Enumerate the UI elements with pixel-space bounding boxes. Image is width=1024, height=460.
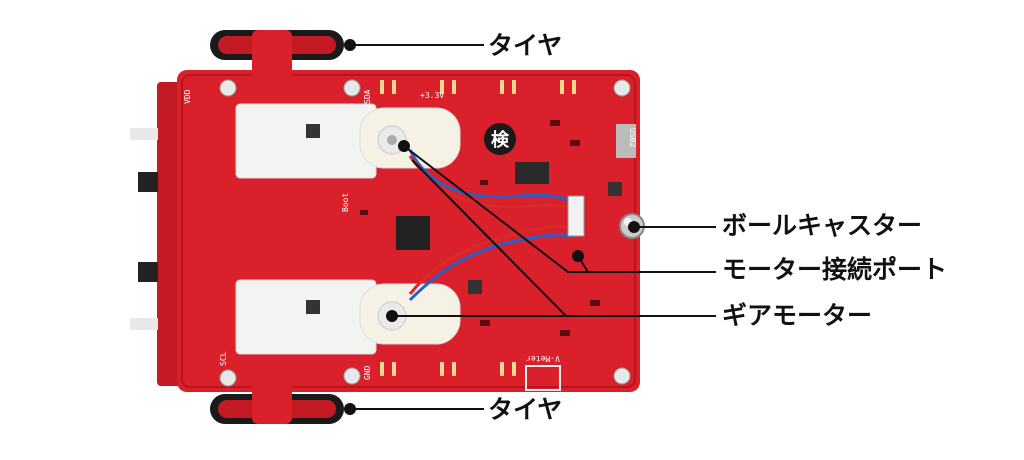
silk-sda: SDA <box>363 89 372 104</box>
gear-motor-bottom <box>235 279 461 355</box>
side-sensor-board <box>130 82 181 386</box>
tire-bottom <box>210 360 344 424</box>
leader-lines <box>344 39 716 415</box>
silk-vmeter: V-Meter <box>526 354 560 363</box>
silk-33v: +3.3V <box>420 91 444 100</box>
gear-motor-top <box>235 103 461 179</box>
silk-scl: SCL <box>219 351 228 366</box>
silk-vdd: VDD <box>183 89 192 104</box>
tire-top <box>210 30 344 94</box>
silk-usb: USB2 <box>628 128 637 147</box>
label-tire-top: タイヤ <box>488 31 563 60</box>
silk-boot: Boot <box>341 193 350 212</box>
label-motor-port: モーター接続ポート <box>722 255 948 284</box>
label-ball-caster: ボールキャスター <box>722 211 923 240</box>
motor-port-connector <box>567 195 585 237</box>
silk-gnd: GND <box>363 365 372 380</box>
chip-mark: 検 <box>491 129 510 151</box>
label-tire-bottom: タイヤ <box>488 395 563 424</box>
label-gear-motor: ギアモーター <box>722 301 873 330</box>
